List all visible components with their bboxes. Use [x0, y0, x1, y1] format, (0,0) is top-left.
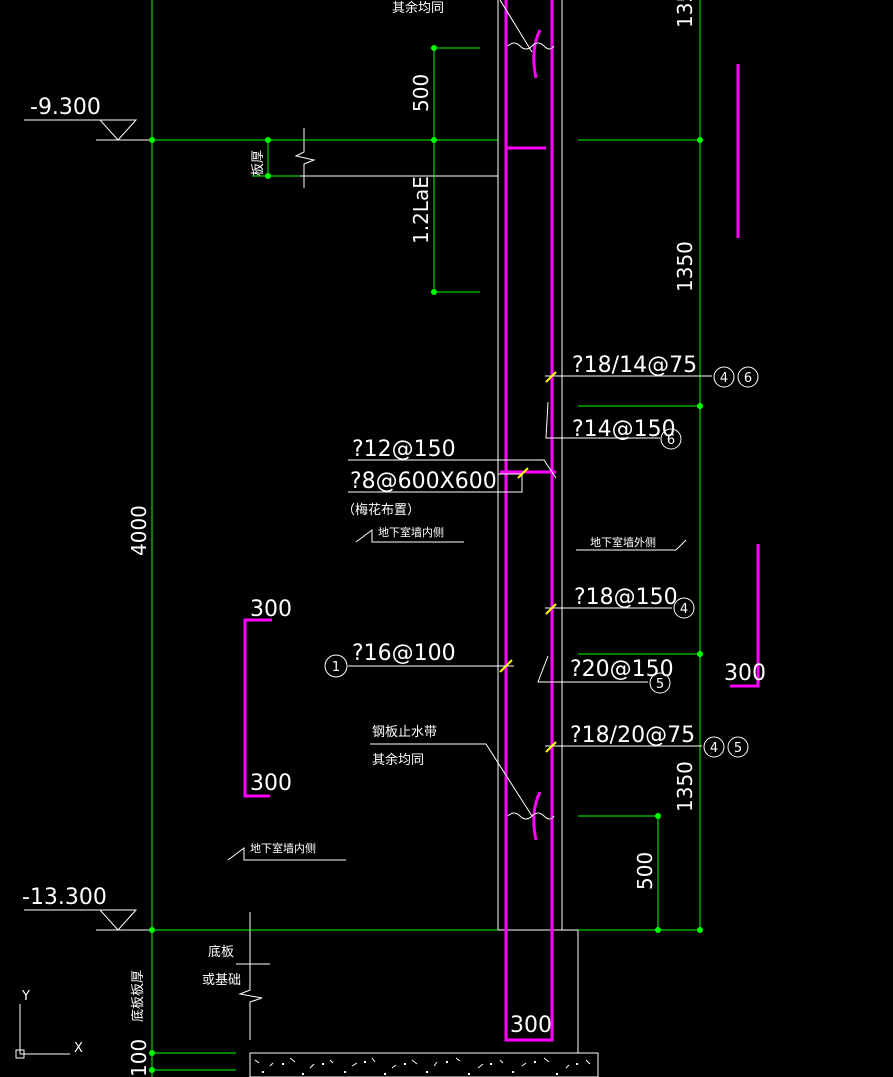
note-rest-same: 其余均同	[372, 752, 424, 768]
dim-300-left-bottom: 300	[250, 771, 292, 796]
svg-text:地下室墙外侧: 地下室墙外侧	[590, 535, 656, 549]
dim-lae: 1.2LaE	[409, 176, 433, 244]
svg-text:4: 4	[680, 602, 688, 617]
rebar-label-r8: ?18/20@75	[570, 723, 695, 748]
ucs-x-label: X	[74, 1041, 83, 1056]
rebar-label-r2: ?14@150	[572, 417, 676, 442]
note-slab-thickness: 板厚	[251, 150, 266, 176]
waterstop-top	[532, 29, 542, 79]
elevation-top-label: -9.300	[30, 95, 101, 120]
svg-text:地下室墙内侧: 地下室墙内侧	[378, 525, 444, 539]
dim-300-left-top: 300	[250, 597, 292, 622]
svg-text:5: 5	[656, 677, 664, 692]
note-steel-waterstop: 钢板止水带	[372, 725, 437, 740]
circle-mark-6-r2: 6	[660, 428, 682, 450]
ucs-y-label: Y	[21, 989, 30, 1004]
note-inner-side-b: 地下室墙内侧	[227, 841, 346, 861]
svg-text:4: 4	[720, 371, 728, 386]
rebar-bracket-right	[730, 544, 760, 688]
dim-500-bottom: 500	[633, 852, 657, 890]
rebar-label-r1: ?18/14@75	[572, 353, 697, 378]
note-inner-side-a: 地下室墙内侧	[355, 525, 464, 543]
dim-1350-b: 1350	[673, 241, 697, 292]
dim-1350-c: 1350	[673, 761, 697, 812]
rebar-main	[243, 0, 760, 1042]
elevation-bottom-label: -13.300	[22, 885, 107, 910]
circle-mark-5-r8: 5	[727, 736, 749, 758]
ucs-axis-icon: Y X	[15, 989, 83, 1059]
svg-text:4: 4	[710, 741, 718, 756]
wall-outline	[96, 0, 598, 1054]
dim-1350-a: 1350	[673, 0, 697, 28]
elevation-marker-bottom: -13.300	[22, 885, 138, 931]
rebar-label-r4: ?8@600X600	[350, 469, 497, 494]
slab-break-symbol	[294, 128, 316, 188]
waterstop-wave-top	[507, 42, 555, 50]
dim-4000: 4000	[127, 505, 151, 556]
circle-mark-4-r5: 4	[673, 597, 695, 619]
svg-text:6: 6	[667, 433, 675, 448]
svg-text:6: 6	[744, 371, 752, 386]
note-waterstop-top: 其余均同	[392, 0, 444, 16]
note-plum-layout: （梅花布置）	[342, 502, 420, 518]
ground-hatch	[249, 1052, 599, 1077]
rebar-label-r5: ?18@150	[574, 585, 678, 610]
note-or-foundation: 或基础	[202, 973, 241, 988]
elevation-marker-top: -9.300	[24, 95, 138, 141]
rebar-label-r3: ?12@150	[352, 437, 456, 462]
note-base-slab: 底板	[208, 944, 234, 960]
dim-300-right: 300	[724, 661, 766, 686]
circle-mark-6-r1: 6	[737, 366, 759, 388]
rebar-label-r6: ?16@100	[352, 641, 456, 666]
rebar-label-r7: ?20@150	[570, 657, 674, 682]
note-outer-side: 地下室墙外侧	[576, 535, 687, 551]
dim-300-base: 300	[510, 1013, 552, 1038]
rebar-bracket-left	[243, 618, 272, 798]
svg-text:1: 1	[332, 660, 340, 675]
circle-mark-1-r6: 1	[324, 654, 348, 678]
circle-mark-4-r8: 4	[703, 736, 725, 758]
dim-500-top: 500	[409, 74, 433, 112]
svg-text:5: 5	[734, 741, 742, 756]
base-break-symbol	[238, 912, 263, 1040]
waterstop-leader-top	[499, 0, 533, 53]
circle-mark-5-r7: 5	[649, 672, 671, 694]
rebar-ticks	[499, 371, 557, 753]
dim-100: 100	[127, 1039, 151, 1077]
leader-lines	[348, 375, 712, 817]
svg-text:地下室墙内侧: 地下室墙内侧	[250, 841, 316, 855]
dimension-lines	[149, 0, 703, 1077]
waterstop-bottom	[532, 791, 542, 841]
note-base-thickness: 底板板厚	[130, 970, 146, 1022]
circle-mark-4-r1: 4	[713, 366, 735, 388]
